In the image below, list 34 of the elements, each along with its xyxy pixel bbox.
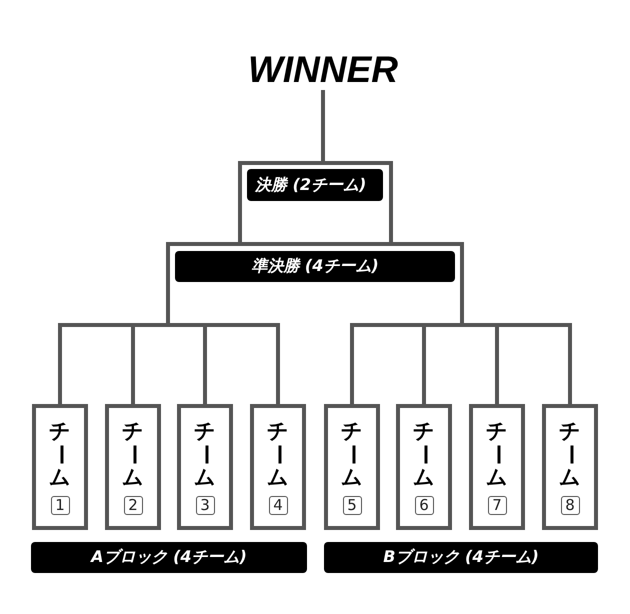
block-label: Aブロック (4チーム): [31, 542, 307, 573]
team-name: チーム: [49, 420, 71, 489]
team-name: チーム: [341, 420, 363, 489]
team-number: 4: [268, 496, 288, 515]
team-number: 5: [342, 496, 362, 515]
team-box: [469, 404, 525, 530]
team-name: チーム: [413, 420, 435, 489]
team-name: チーム: [194, 420, 216, 489]
team-number: 7: [488, 496, 506, 515]
team-number: 1: [50, 496, 70, 515]
team-box: [32, 404, 88, 530]
winner-label: WINNER: [245, 50, 401, 90]
bracket-frame: [166, 242, 464, 289]
team-number: 3: [196, 496, 214, 515]
team-box: [177, 404, 233, 530]
team-name: チーム: [486, 420, 508, 489]
team-box: [396, 404, 452, 530]
team-name: チーム: [267, 420, 289, 489]
bracket-line: [238, 207, 242, 244]
bracket-frame: [238, 161, 393, 207]
team-box: [324, 404, 380, 530]
bracket-line: [389, 207, 393, 244]
bracket-line: [321, 90, 325, 163]
team-number: 2: [124, 496, 142, 515]
team-name: チーム: [122, 420, 144, 489]
team-box: [542, 404, 598, 530]
team-number: 8: [560, 496, 580, 515]
team-box: [105, 404, 161, 530]
round-label: 準決勝 (4チーム): [175, 251, 455, 282]
block-label: Bブロック (4チーム): [324, 542, 598, 573]
team-box: [250, 404, 306, 530]
team-number: 6: [414, 496, 434, 515]
round-label: 決勝 (2チーム): [247, 169, 383, 201]
team-name: チーム: [559, 420, 581, 489]
